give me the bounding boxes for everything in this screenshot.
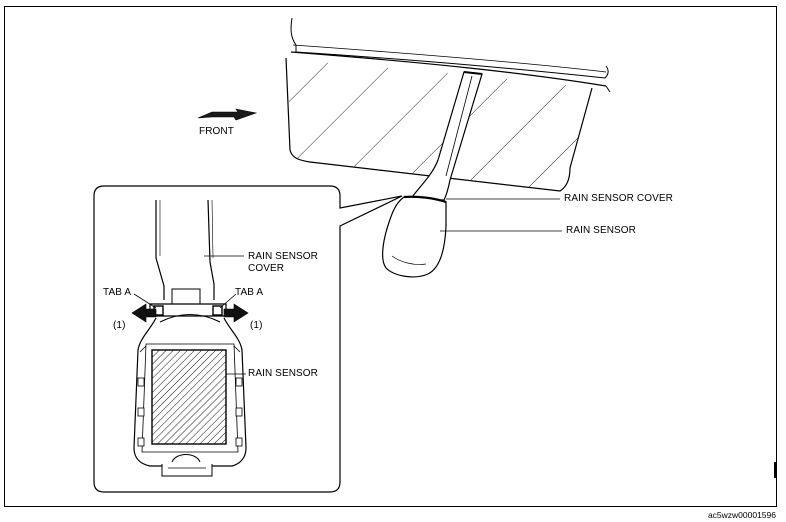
left-arrow-icon	[131, 303, 157, 323]
detail-cover-label-line1: RAIN SENSOR	[248, 251, 319, 262]
tab-a-right-label: TAB A	[235, 287, 264, 298]
leader-tab-a-left	[133, 293, 157, 309]
right-arrow-icon	[223, 303, 249, 323]
step-left-label: (1)	[113, 320, 126, 331]
detail-sensor-body	[133, 314, 247, 477]
diagram-frame	[4, 6, 777, 507]
detail-cover-label-line2: COVER	[248, 263, 285, 274]
sensor-assembly-overview	[382, 71, 483, 278]
leader-tab-a-right	[219, 293, 237, 309]
rain-sensor-label: RAIN SENSOR	[566, 225, 637, 236]
front-label: FRONT	[199, 126, 234, 137]
windshield-overview	[285, 17, 611, 192]
tab-a-left-label: TAB A	[103, 287, 132, 298]
step-right-label: (1)	[250, 320, 263, 331]
document-code: ac5wzw00001596	[707, 510, 776, 520]
front-arrow-icon	[197, 108, 258, 121]
edge-mark	[774, 462, 776, 478]
rain-sensor-cover-label: RAIN SENSOR COVER	[564, 193, 673, 204]
detail-rain-sensor-label: RAIN SENSOR	[248, 368, 319, 379]
